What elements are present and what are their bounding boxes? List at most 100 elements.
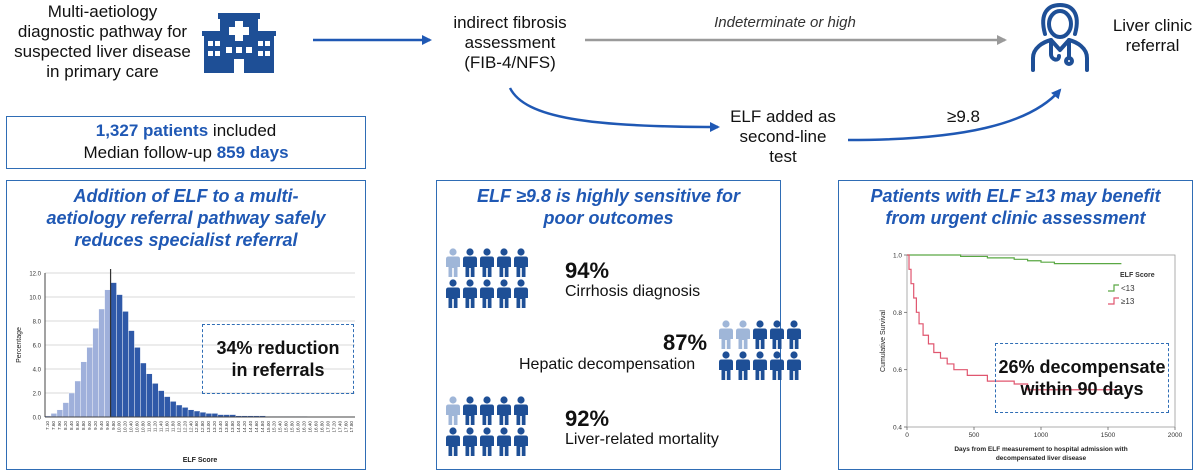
y-axis-label: Cumulative Survival xyxy=(880,310,887,372)
x-tick-label: 8.40 xyxy=(69,421,74,430)
x-tick-label: 16.40 xyxy=(308,421,313,433)
people-icons xyxy=(719,320,801,380)
x-tick-label: 15.60 xyxy=(284,421,289,433)
panel-sensitivity: ELF ≥9.8 is highly sensitive for poor ou… xyxy=(436,180,801,470)
x-tick-label: 11.40 xyxy=(158,421,163,433)
panel-referral-reduction: Addition of ELF to a multi- aetiology re… xyxy=(6,180,366,470)
histogram-bar xyxy=(181,407,189,418)
histogram-bar xyxy=(68,392,76,418)
y-tick-label: 12.0 xyxy=(29,272,41,278)
person-icon xyxy=(736,320,750,349)
x-axis-label: decompensated liver disease xyxy=(996,455,1087,462)
person-icon xyxy=(514,396,528,425)
histogram-bar xyxy=(56,409,64,418)
x-tick-label: 13.60 xyxy=(224,421,229,433)
legend-swatch xyxy=(1108,297,1119,305)
y-tick-label: 10.0 xyxy=(29,296,41,302)
x-tick-label: 14.60 xyxy=(254,421,259,433)
person-icon xyxy=(497,427,511,456)
histogram-bar xyxy=(74,380,81,418)
y-tick-label: 6.0 xyxy=(33,344,42,350)
y-tick-label: 8.0 xyxy=(33,320,42,326)
x-tick-label: 9.00 xyxy=(87,421,92,430)
x-tick-label: 12.20 xyxy=(182,421,187,433)
histogram-bar xyxy=(104,289,111,418)
x-tick-label: 11.60 xyxy=(164,421,169,433)
histogram-bar xyxy=(86,347,93,418)
y-tick-label: 0.6 xyxy=(893,367,902,374)
person-icon xyxy=(787,351,801,380)
x-tick-label: 14.00 xyxy=(236,421,241,433)
x-tick-label: 16.60 xyxy=(313,421,318,433)
x-tick-label: 8.20 xyxy=(63,421,68,430)
histogram-bar xyxy=(152,383,159,418)
person-icon xyxy=(480,279,494,308)
survival-curve xyxy=(907,254,1122,391)
decompensation-callout: 26% decompensate within 90 days xyxy=(995,343,1169,413)
people-icon-grid xyxy=(445,395,557,462)
x-tick-label: 17.20 xyxy=(331,421,336,433)
x-tick-label: 7.10 xyxy=(45,421,50,430)
stat-label: Liver-related mortality xyxy=(565,431,719,448)
person-icon xyxy=(480,248,494,277)
person-icon xyxy=(446,396,460,425)
histogram-bar xyxy=(187,409,195,418)
x-tick-label: 13.40 xyxy=(218,421,223,433)
x-tick-label: 15.80 xyxy=(290,421,295,433)
x-tick-label: 14.40 xyxy=(248,421,253,433)
histogram-bar xyxy=(116,294,123,418)
panel-urgent-assessment: Patients with ELF ≥13 may benefit from u… xyxy=(838,180,1193,470)
people-icon-grid xyxy=(718,319,830,386)
histogram-bar xyxy=(98,308,105,418)
person-icon xyxy=(480,427,494,456)
stat-value: 92% xyxy=(565,406,610,431)
fibrosis-assessment-text: indirect fibrosis assessment (FIB-4/NFS) xyxy=(453,13,567,72)
stat-value: 94% xyxy=(565,258,610,283)
x-tick-label: 7.60 xyxy=(51,421,56,430)
person-icon xyxy=(497,396,511,425)
person-icon xyxy=(514,427,528,456)
x-tick-label: 10.80 xyxy=(141,421,146,433)
y-tick-label: 2.0 xyxy=(33,392,42,398)
legend-swatch xyxy=(1108,284,1119,292)
threshold-label: ≥9.8 xyxy=(947,107,980,126)
patients-count: 1,327 patients xyxy=(95,121,209,140)
person-icon xyxy=(446,279,460,308)
y-tick-label: 0.4 xyxy=(893,425,902,432)
arrow-to-elf xyxy=(508,87,720,132)
legend-label: <13 xyxy=(1121,284,1135,293)
person-icon xyxy=(497,279,511,308)
person-icon xyxy=(446,427,460,456)
x-tick-label: 17.60 xyxy=(343,421,348,433)
x-tick-label: 11.80 xyxy=(170,421,175,433)
y-tick-label: 4.0 xyxy=(33,368,42,374)
histogram-bar xyxy=(122,311,129,418)
x-tick-label: 12.60 xyxy=(194,421,199,433)
histogram-bar xyxy=(140,362,147,418)
person-icon xyxy=(463,279,477,308)
person-icon xyxy=(787,320,801,349)
histogram-bar xyxy=(80,361,87,418)
flow-arrows xyxy=(313,35,1062,142)
doctor-icon xyxy=(1031,3,1089,72)
person-icon xyxy=(770,351,784,380)
histogram-bar xyxy=(92,327,99,418)
x-tick-label: 16.80 xyxy=(319,421,324,433)
x-axis-label: ELF Score xyxy=(183,457,218,464)
referral-reduction-callout: 34% reduction in referrals xyxy=(202,324,354,394)
people-icons xyxy=(446,396,528,456)
legend-title: ELF Score xyxy=(1120,272,1155,279)
y-axis-label: Percentage xyxy=(16,327,23,363)
x-tick-label: 15.40 xyxy=(278,421,283,433)
histogram-bar xyxy=(169,401,177,418)
x-tick-label: 9.60 xyxy=(105,421,110,430)
person-icon xyxy=(480,396,494,425)
panel3-title: Patients with ELF ≥13 may benefit from u… xyxy=(870,186,1161,228)
x-tick-label: 10.00 xyxy=(117,421,122,433)
histogram-bar xyxy=(146,373,153,418)
person-icon xyxy=(736,351,750,380)
stat-label: Hepatic decompensation xyxy=(519,356,696,373)
person-icon xyxy=(446,248,460,277)
